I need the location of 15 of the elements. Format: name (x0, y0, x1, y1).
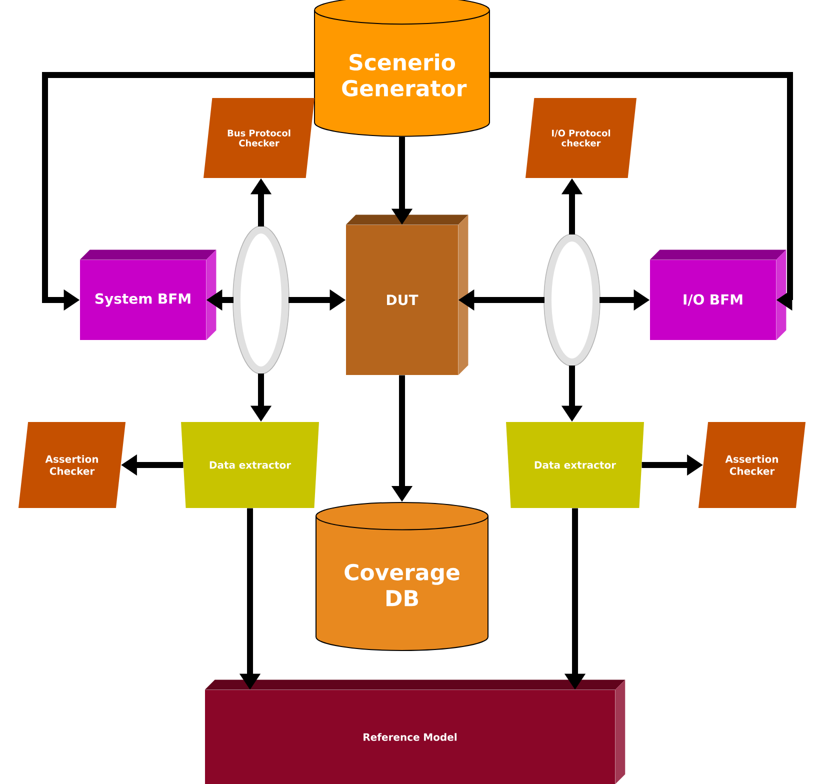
parallelogram-box: Assertion Checker (698, 422, 806, 508)
probe-ring (544, 234, 600, 366)
process-box: System BFM (80, 250, 216, 340)
probe-ring (232, 226, 290, 374)
parallelogram-box: Bus Protocol Checker (204, 98, 315, 178)
cylinder-database: Coverage DB (316, 502, 488, 651)
process-box: Reference Model (204, 680, 626, 784)
trapezoid-box: Data extractor (181, 422, 319, 508)
trapezoid-box: Data extractor (506, 422, 644, 508)
parallelogram-box: Assertion Checker (18, 422, 126, 508)
arrow (490, 72, 794, 311)
parallelogram-box: I/O Protocol checker (525, 98, 637, 178)
process-box: I/O BFM (650, 250, 786, 340)
process-box: DUT (346, 214, 468, 376)
cylinder-database: Scenerio Generator (314, 0, 490, 137)
